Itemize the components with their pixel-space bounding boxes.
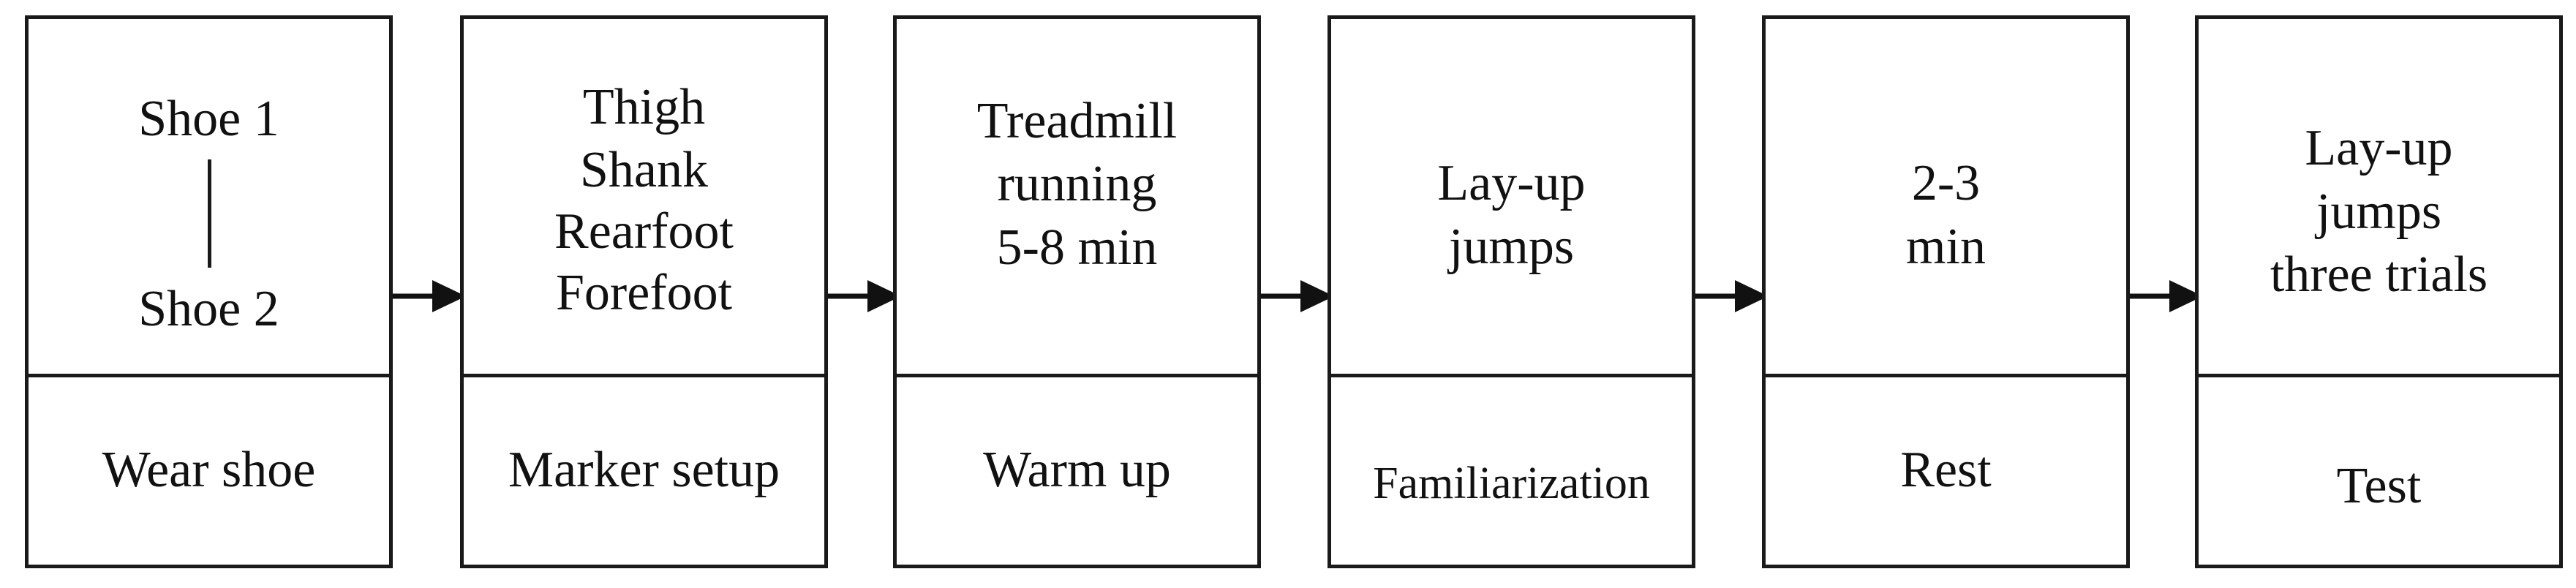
arrow-icon	[1261, 280, 1334, 312]
step-detail-line: Rearfoot	[554, 203, 734, 260]
step-label: Wear shoe	[102, 442, 316, 498]
step-detail-line: Treadmill	[976, 93, 1178, 149]
step-detail-line: Forefoot	[555, 265, 733, 321]
step-detail-line: 5-8 min	[996, 219, 1158, 276]
step-detail-line: Shank	[580, 142, 708, 198]
step-detail-line: 2-3	[1911, 155, 1981, 211]
shoe-1-label: Shoe 1	[138, 91, 279, 147]
step-detail-line: Thigh	[582, 79, 706, 135]
step-label: Marker setup	[508, 442, 780, 498]
step-box-wear-shoe: Shoe 1 Shoe 2 Wear shoe	[25, 15, 393, 568]
arrow-icon	[828, 280, 901, 312]
step-box-marker-setup: Thigh Shank Rearfoot Forefoot Marker set…	[460, 15, 828, 568]
step-box-familiarization: Lay-up jumps Familiarization	[1327, 15, 1695, 568]
step-label-panel: Marker setup	[464, 377, 824, 565]
step-detail-line: jumps	[1448, 219, 1575, 275]
step-label-panel: Warm up	[897, 377, 1257, 565]
arrow-icon	[393, 280, 466, 312]
step-box-warm-up: Treadmill running 5-8 min Warm up	[893, 15, 1261, 568]
arrow-icon	[1695, 280, 1769, 312]
step-detail-line: running	[997, 156, 1157, 212]
step-detail-line: three trials	[2270, 246, 2488, 303]
step-detail-line: jumps	[2316, 184, 2442, 240]
step-label: Rest	[1900, 442, 1992, 498]
step-label: Test	[2336, 458, 2422, 514]
step-detail-panel: 2-3 min	[1766, 19, 2126, 377]
step-label: Warm up	[983, 442, 1171, 498]
step-label-panel: Wear shoe	[29, 377, 389, 565]
step-label: Familiarization	[1373, 459, 1650, 508]
step-label-panel: Test	[2199, 377, 2559, 565]
step-detail-line: Lay-up	[1437, 155, 1586, 211]
shoe-2-label: Shoe 2	[138, 281, 279, 337]
step-detail-line: Lay-up	[2305, 120, 2453, 176]
step-label-panel: Rest	[1766, 377, 2126, 565]
step-box-rest: 2-3 min Rest	[1762, 15, 2130, 568]
step-detail-line: min	[1906, 219, 1986, 275]
arrow-icon	[2130, 280, 2203, 312]
step-detail-panel: Treadmill running 5-8 min	[897, 19, 1257, 377]
step-detail-panel: Shoe 1 Shoe 2	[29, 19, 389, 377]
shoe-connector-line	[207, 159, 211, 268]
step-detail-panel: Lay-up jumps	[1331, 19, 1692, 377]
step-detail-panel: Thigh Shank Rearfoot Forefoot	[464, 19, 824, 377]
step-label-panel: Familiarization	[1331, 377, 1692, 565]
step-detail-panel: Lay-up jumps three trials	[2199, 19, 2559, 377]
step-box-test: Lay-up jumps three trials Test	[2195, 15, 2563, 568]
